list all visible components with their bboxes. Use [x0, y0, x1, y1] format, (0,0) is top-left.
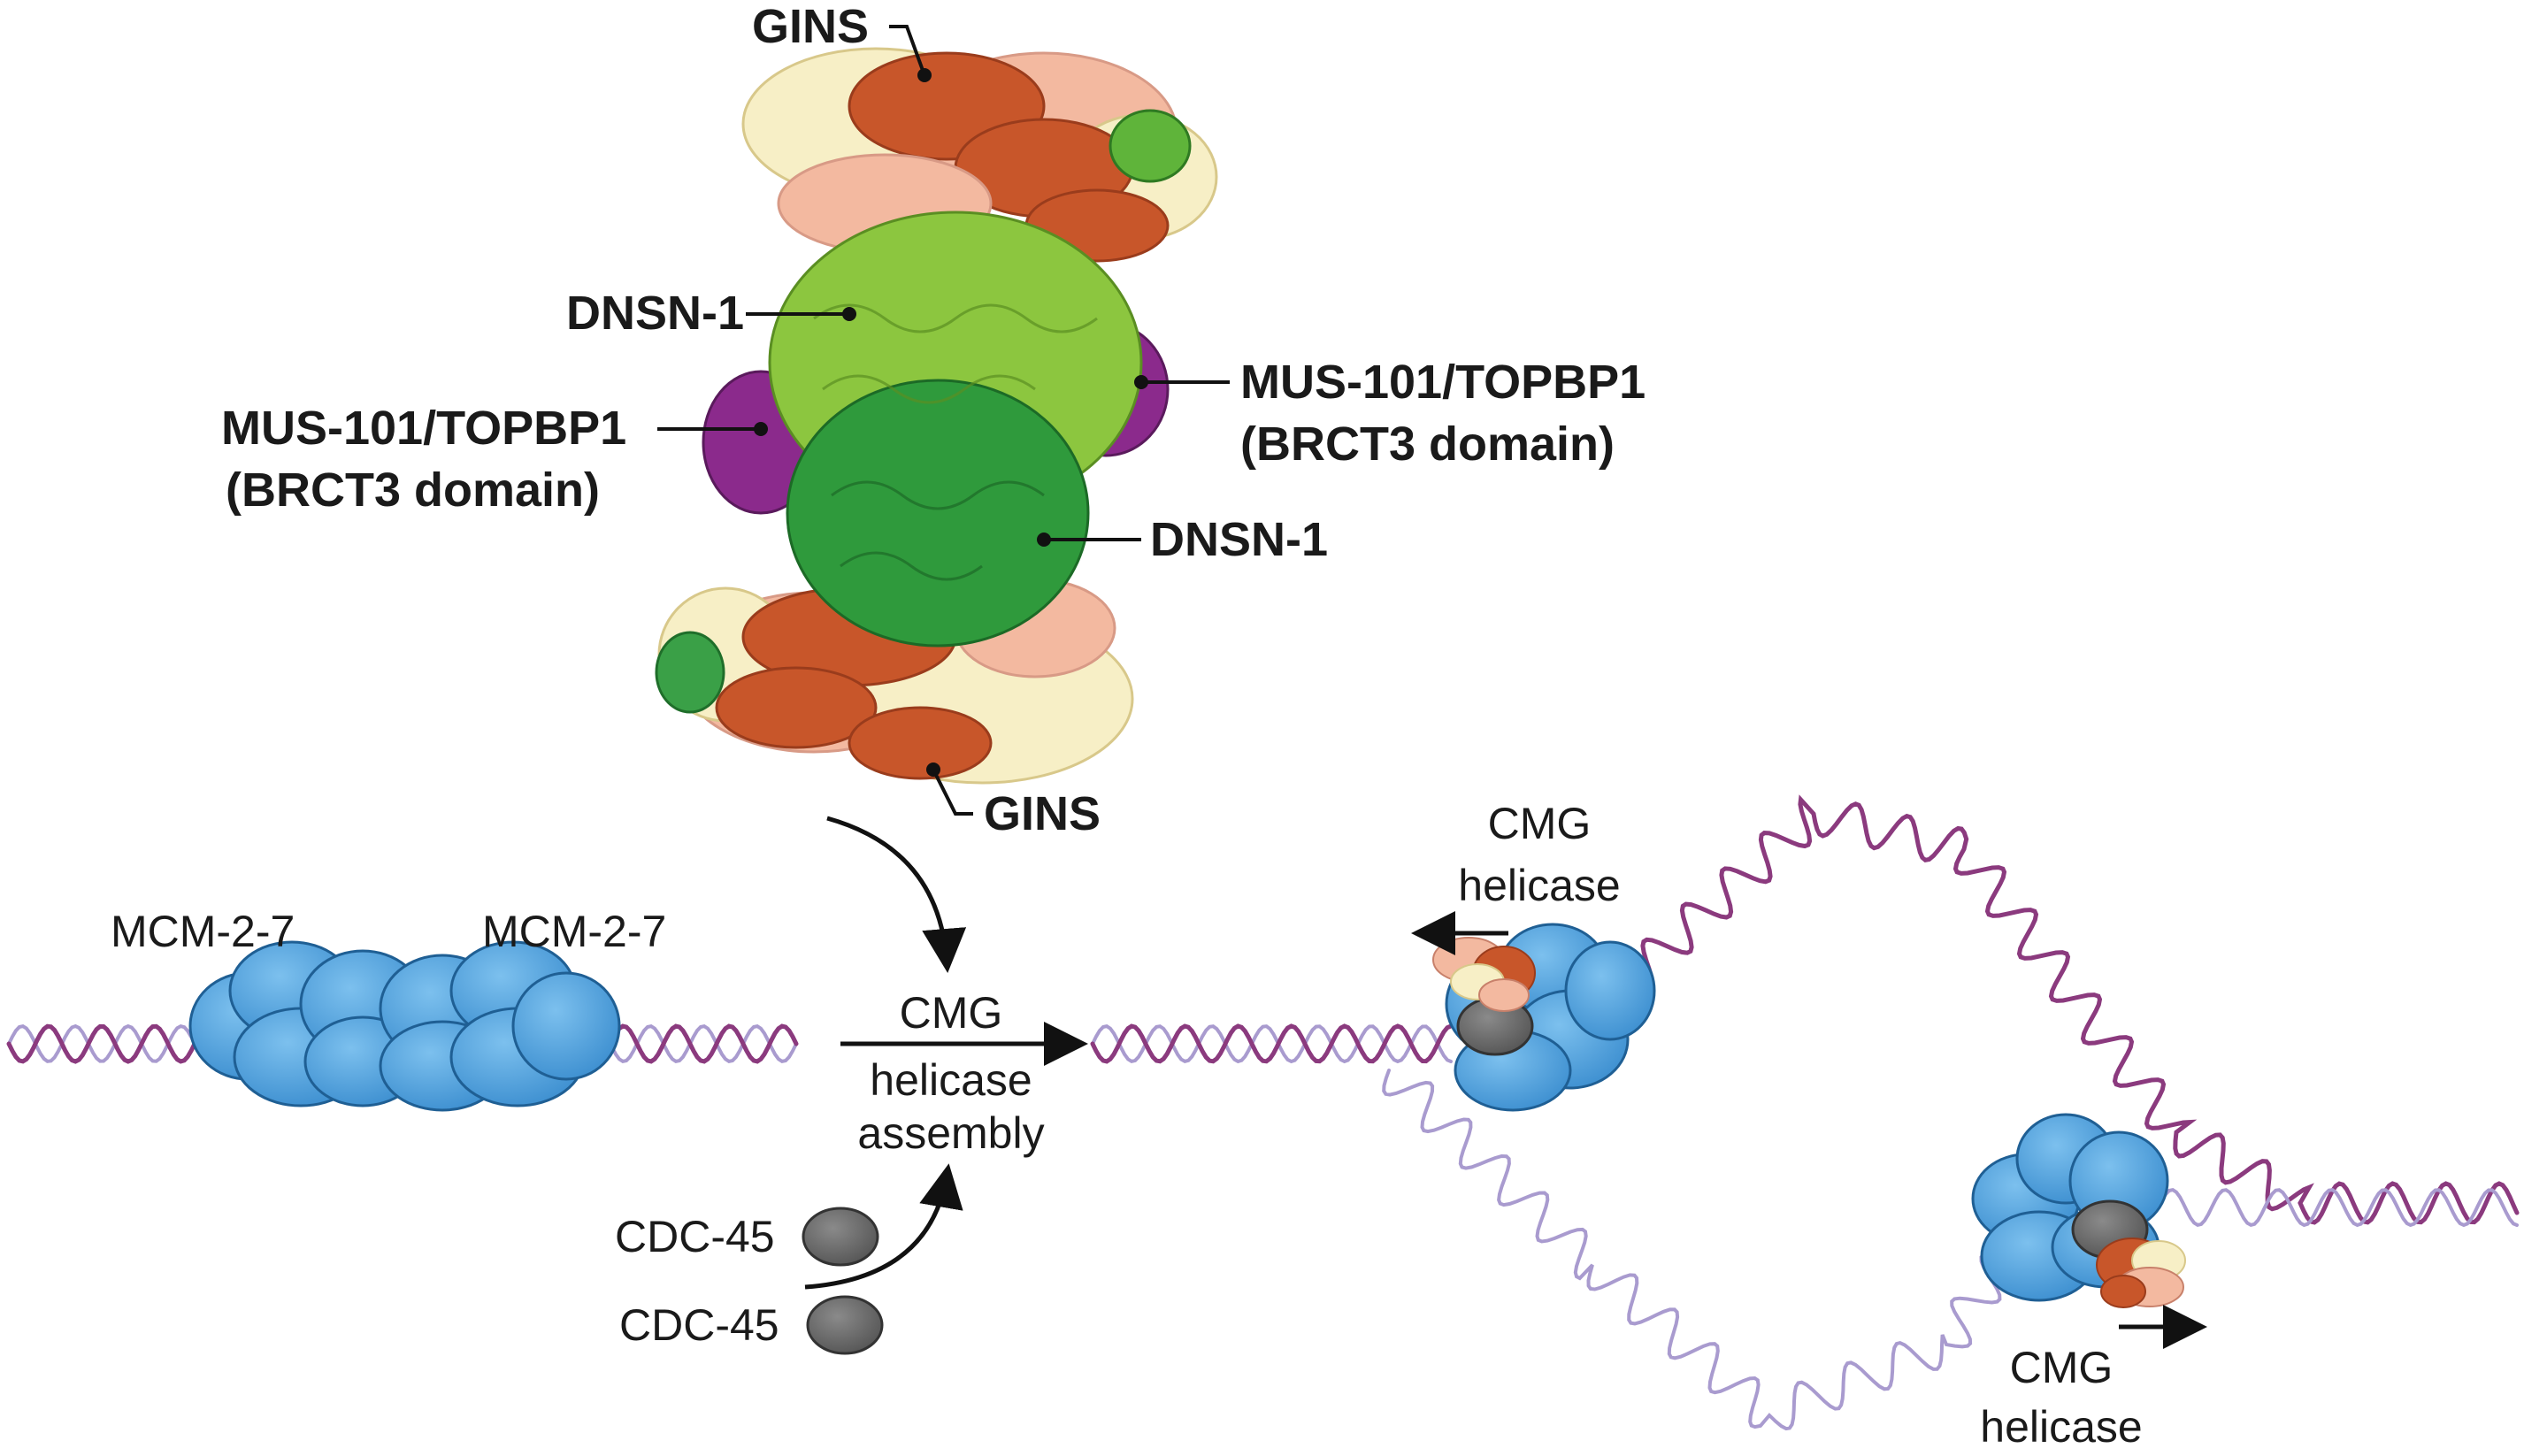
dna-layer	[6, 794, 2520, 1431]
dnsn1-lower-domain	[786, 379, 1090, 648]
cdc45-bottom-protein	[806, 1295, 884, 1355]
label-mus101-right-line2: (BRCT3 domain)	[1240, 418, 1615, 471]
label-assembly-line2: helicase	[870, 1055, 1032, 1105]
cdc45-top-protein	[802, 1207, 879, 1267]
dna-post-assembly-light	[1091, 1023, 1453, 1064]
cmg-helicase-lower	[1971, 1113, 2186, 1308]
label-cdc45-top: CDC-45	[615, 1212, 775, 1261]
dna-bubble-lower	[1382, 1069, 2002, 1431]
label-cmg-lower-line2: helicase	[1980, 1402, 2142, 1452]
cmg-helicase-upper	[1432, 923, 1656, 1112]
dna-left-end-dark	[6, 1023, 215, 1064]
label-mus101-left-line2: (BRCT3 domain)	[226, 464, 600, 517]
dna-bubble-upper	[1625, 794, 2520, 1225]
label-mus101-left-line1: MUS-101/TOPBP1	[221, 402, 626, 455]
label-dnsn1-bottom: DNSN-1	[1150, 513, 1328, 566]
label-cmg-upper-line1: CMG	[1488, 799, 1592, 848]
label-assembly-line1: CMG	[900, 988, 1003, 1038]
dna-right-end-light	[2157, 1187, 2519, 1228]
gins-top-leader	[889, 25, 926, 76]
label-cdc45-bottom: CDC-45	[619, 1300, 779, 1350]
label-mus101-right-line1: MUS-101/TOPBP1	[1240, 356, 1646, 409]
label-cmg-upper-line2: helicase	[1458, 861, 1620, 910]
label-cmg-lower-line1: CMG	[2010, 1343, 2114, 1392]
label-mcm-right: MCM-2-7	[482, 907, 666, 956]
protein-complex-structure	[655, 47, 1218, 785]
curved-arrow-up	[804, 1163, 963, 1290]
label-gins-top: GINS	[752, 0, 869, 53]
curved-arrow-down	[826, 816, 967, 973]
mcm-right-hexamer	[379, 940, 621, 1112]
mcm-double-hexamer	[188, 940, 621, 1112]
label-gins-bottom: GINS	[984, 787, 1101, 840]
label-dnsn1-top: DNSN-1	[566, 287, 744, 340]
label-assembly-line3: assembly	[857, 1108, 1044, 1158]
dna-post-assembly-dark	[1090, 1023, 1454, 1064]
gins-bottom-leader	[932, 769, 973, 816]
label-mcm-left: MCM-2-7	[111, 907, 295, 956]
dna-left-end-light	[7, 1023, 214, 1064]
